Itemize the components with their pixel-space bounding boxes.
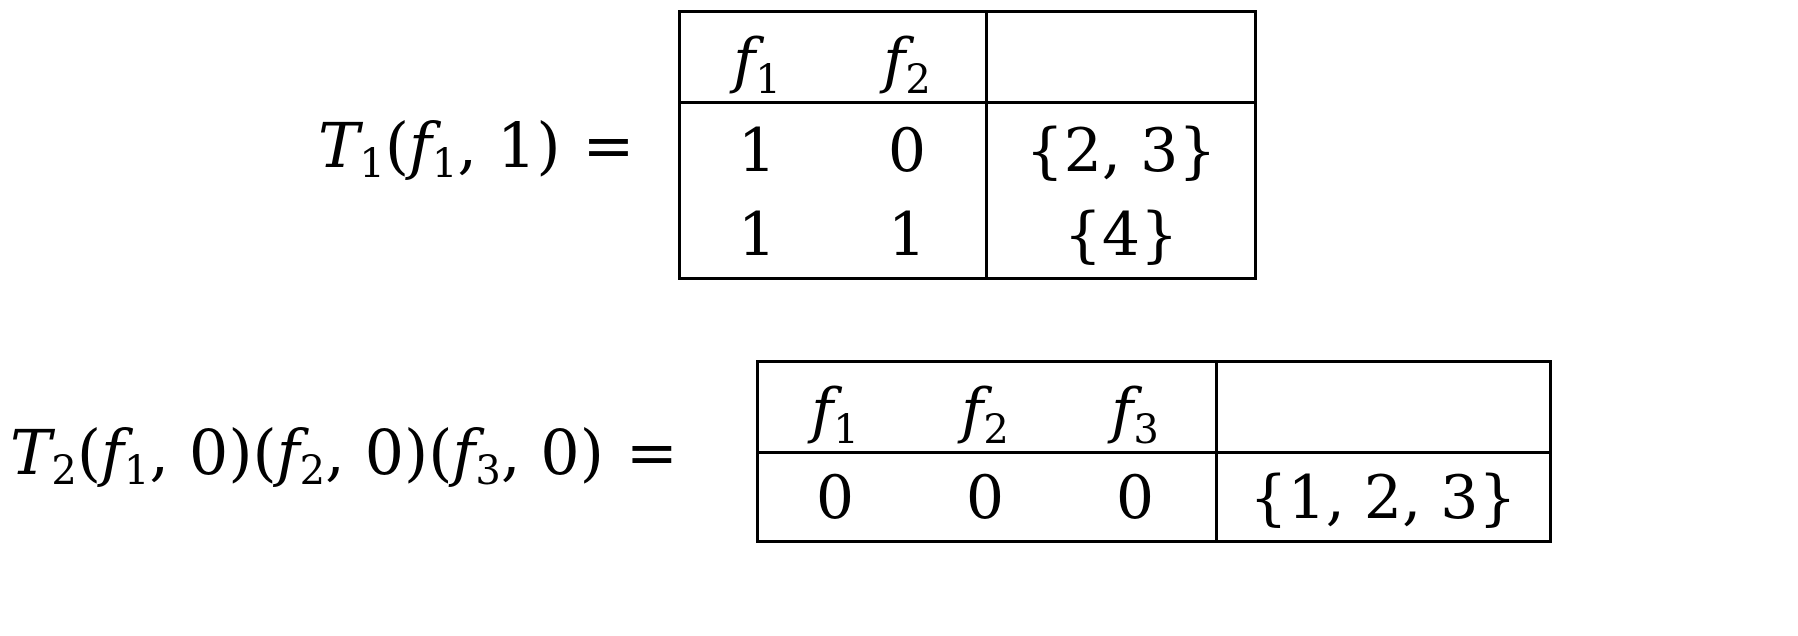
- eq1-arg-value: 1: [496, 109, 537, 182]
- table-cell: 0: [887, 116, 927, 186]
- eq1-equals: =: [582, 109, 635, 182]
- table-cell: 1: [887, 200, 927, 270]
- header-rule: [759, 451, 1549, 454]
- table-header: f2: [961, 376, 1009, 453]
- eq2-equals: =: [625, 416, 678, 489]
- equation-1-lhs: T1(f1, 1)=: [318, 109, 635, 187]
- table-cell: 0: [1115, 463, 1155, 533]
- equation-2-table: f1 f2 f3 0 0 0 {1, 2, 3}: [756, 360, 1552, 543]
- eq1-symbol: T: [318, 109, 360, 182]
- table-set-cell: {2, 3}: [1025, 116, 1217, 186]
- table-cell: 1: [737, 200, 777, 270]
- table-header: f3: [1111, 376, 1159, 453]
- table-header: f1: [733, 26, 781, 103]
- table-header: f2: [883, 26, 931, 103]
- eq2-symbol-index: 2: [51, 448, 77, 494]
- table-divider: [985, 13, 988, 277]
- table-cell: 0: [965, 463, 1005, 533]
- header-rule: [681, 101, 1254, 104]
- equation-2-lhs: T2(f1, 0)(f2, 0)(f3, 0)=: [10, 416, 678, 494]
- equation-1-table: f1 f2 1 0 {2, 3} 1 1 {4}: [678, 10, 1257, 280]
- eq1-symbol-index: 1: [359, 141, 385, 187]
- table-cell: 0: [815, 463, 855, 533]
- eq1-arg-var: f: [409, 109, 432, 182]
- table-set-cell: {1, 2, 3}: [1249, 463, 1517, 533]
- table-set-cell: {4}: [1063, 200, 1179, 270]
- table-cell: 1: [737, 116, 777, 186]
- table-header: f1: [811, 376, 859, 453]
- eq2-symbol: T: [10, 416, 52, 489]
